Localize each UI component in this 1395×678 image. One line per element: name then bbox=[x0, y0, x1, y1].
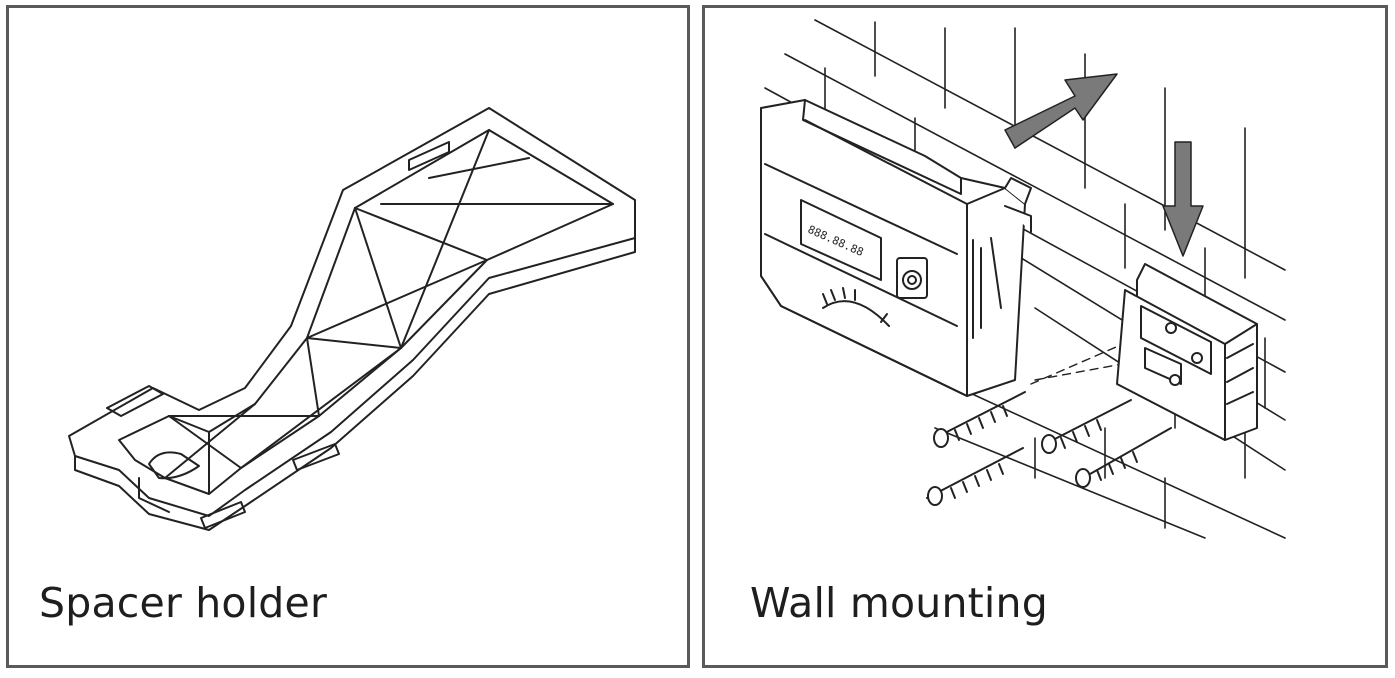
wall-mounting-illustration: 888.88.88 bbox=[760, 19, 1286, 539]
push-arrow-icon bbox=[1004, 73, 1118, 149]
wall-bracket bbox=[1116, 263, 1258, 441]
wall-mounting-panel: 888.88.88 bbox=[702, 5, 1388, 668]
spacer-holder-illustration bbox=[68, 107, 636, 531]
spacer-holder-panel: Spacer holder bbox=[6, 5, 690, 668]
screws bbox=[926, 391, 1172, 506]
down-arrow-icon bbox=[1162, 141, 1204, 257]
arrows bbox=[1004, 73, 1204, 257]
wall-mounting-caption: Wall mounting bbox=[750, 579, 1048, 627]
controller-device: 888.88.88 bbox=[760, 99, 1032, 397]
spacer-holder-caption: Spacer holder bbox=[39, 579, 327, 627]
